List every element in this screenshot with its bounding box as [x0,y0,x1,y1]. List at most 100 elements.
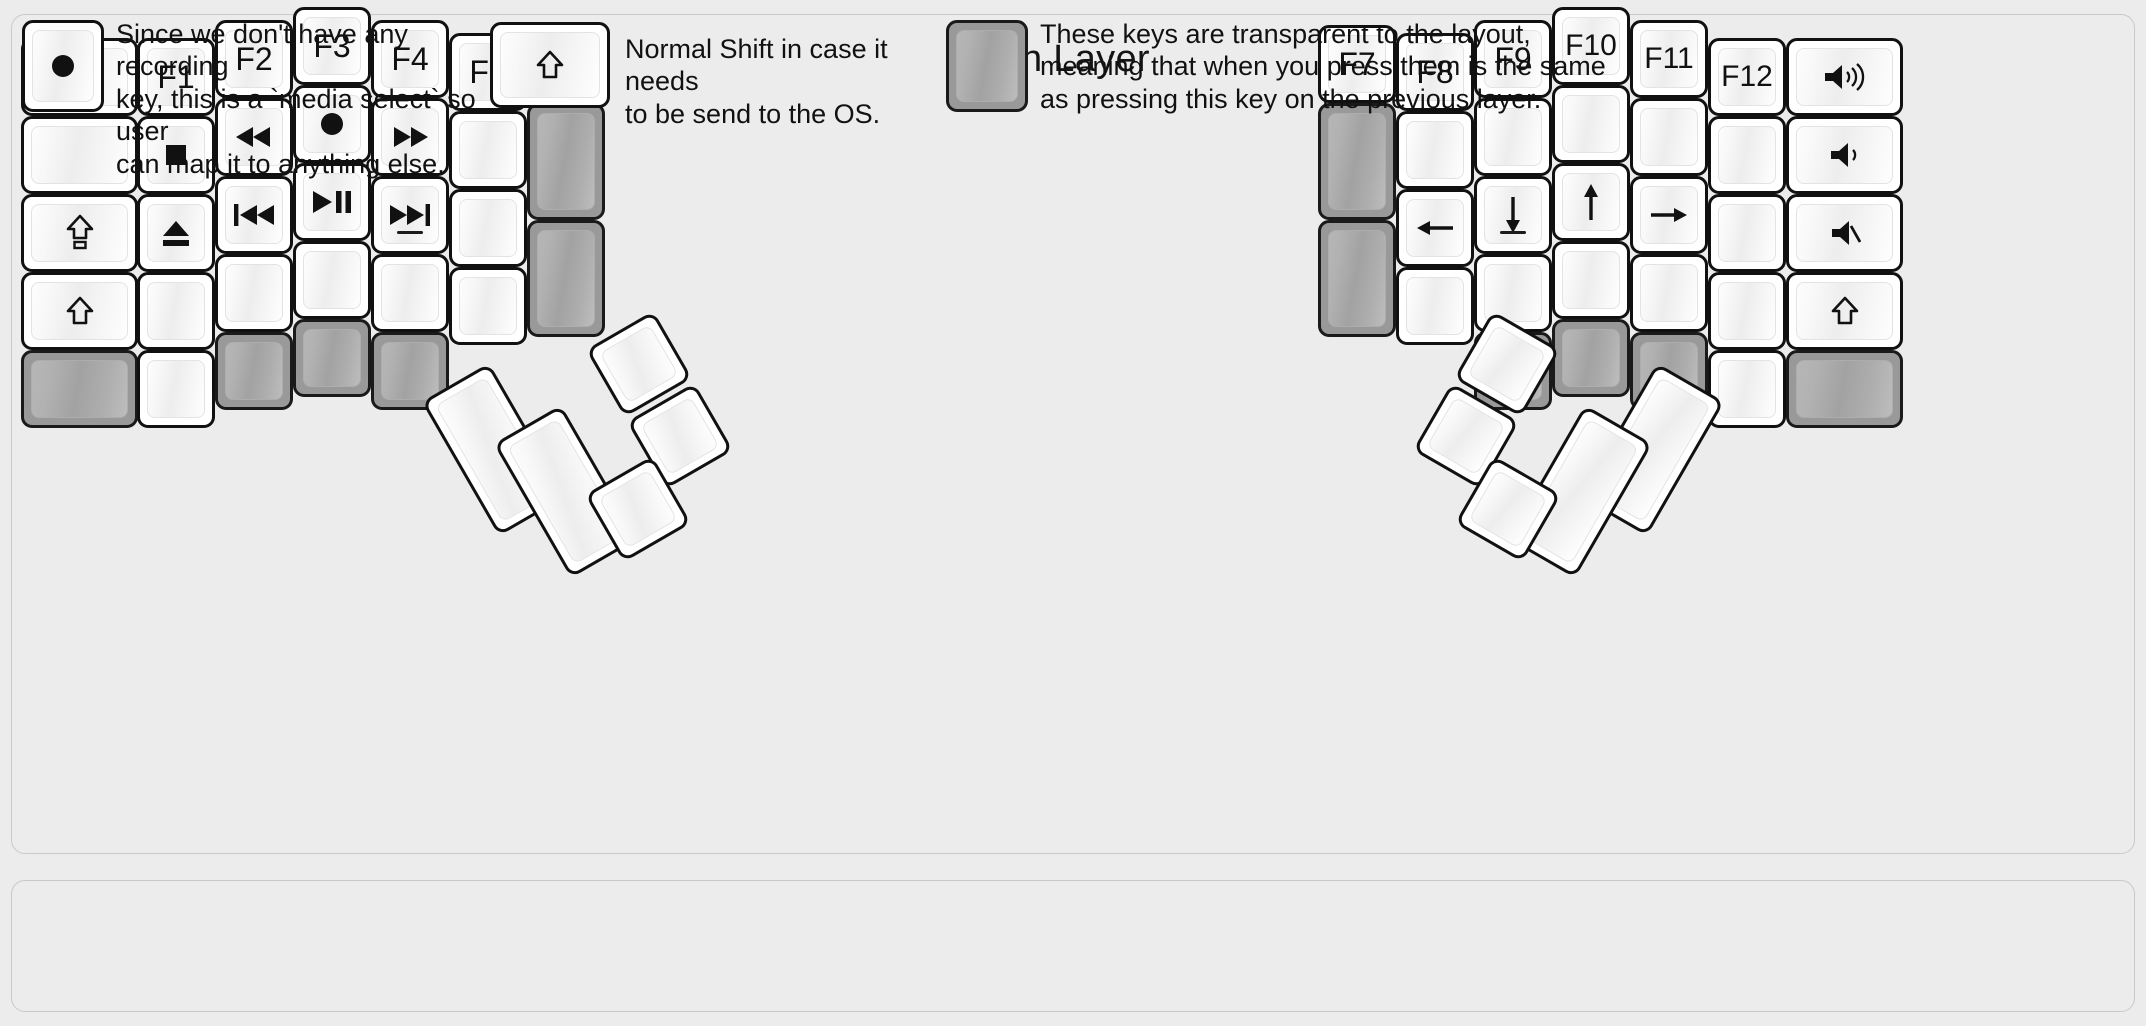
legend-text-record: Since we don't have any recording key, t… [116,19,476,179]
key-blank [382,343,438,399]
key-left-col-pinky-outer-r2[interactable] [21,194,138,272]
key-left-col-middle-r1[interactable] [293,85,371,163]
key-right-col-ring-r0[interactable]: F11 [1630,20,1708,98]
key-right-col-index-r2[interactable] [1474,176,1552,254]
key-left-col-pinky-outer-r1[interactable] [21,116,138,194]
key-right-col-middle-r1[interactable] [1552,85,1630,163]
key-blank [1719,127,1775,183]
page-title: fn Layer [1010,38,1150,80]
shift-lock-icon [32,205,127,261]
key-left-col-middle-r2[interactable] [293,163,371,241]
key-left-col-inner-r1[interactable] [527,103,605,220]
homing-bar [1500,231,1526,234]
key-right-col-pinky-outer-r0[interactable] [1786,38,1903,116]
key-blank [1641,265,1697,321]
arrow-down-icon [1485,187,1541,243]
key-right-col-index-inner-r2[interactable] [1396,189,1474,267]
key-left-col-pinky-r2[interactable] [137,194,215,272]
arrow-right-icon [1641,187,1697,243]
key-right-col-middle-r2[interactable] [1552,163,1630,241]
key-left-col-index-r1[interactable] [371,98,449,176]
key-left-col-index-inner-r3[interactable] [449,267,527,345]
media-fastforward-icon [382,109,438,165]
key-right-col-pinky-r1[interactable] [1708,116,1786,194]
key-label: F10 [1565,29,1617,62]
key-blank [304,330,360,386]
key-right-col-inner-r0[interactable]: F7 [1318,25,1396,103]
volume-down-icon [1797,127,1892,183]
key-label: F3 [313,28,351,64]
media-record-icon [304,96,360,152]
key-blank [226,343,282,399]
key-right-col-ring-r2[interactable] [1630,176,1708,254]
key-left-col-index-r0[interactable]: F4 [371,20,449,98]
legend-key-shift [490,22,610,108]
key-right-col-inner-r2[interactable] [1318,220,1396,337]
key-blank [601,326,677,402]
key-left-col-ring-r2[interactable] [215,176,293,254]
key-right-col-index-inner-r1[interactable] [1396,111,1474,189]
key-right-col-middle-r3[interactable] [1552,241,1630,319]
key-right-col-pinky-outer-r4[interactable] [1786,350,1903,428]
media-next-track-icon [382,187,438,243]
key-left-col-pinky-r0[interactable]: F1 [137,38,215,116]
key-right-col-middle-r0[interactable]: F10 [1552,7,1630,85]
key-right-col-index-inner-r3[interactable] [1396,267,1474,345]
key-right-col-pinky-r2[interactable] [1708,194,1786,272]
key-left-col-index-r3[interactable] [371,254,449,332]
key-left-col-index-inner-r1[interactable] [449,111,527,189]
key-left-col-pinky-outer-r3[interactable] [21,272,138,350]
media-play-pause-icon [304,174,360,230]
key-blank [460,200,516,256]
key-right-col-pinky-outer-r2[interactable] [1786,194,1903,272]
key-left-col-pinky-outer-r4[interactable] [21,350,138,428]
key-left-col-middle-r4[interactable] [293,319,371,397]
key-left-col-pinky-r4[interactable] [137,350,215,428]
key-right-col-pinky-r0[interactable]: F12 [1708,38,1786,116]
shift-icon [501,33,599,97]
key-left-col-middle-r3[interactable] [293,241,371,319]
key-blank [1407,122,1463,178]
key-left-col-ring-r1[interactable] [215,98,293,176]
media-eject-icon [148,205,204,261]
key-left-col-pinky-r3[interactable] [137,272,215,350]
media-prev-track-icon [226,187,282,243]
key-left-col-index-inner-r2[interactable] [449,189,527,267]
media-rewind-icon [226,109,282,165]
key-right-col-ring-r1[interactable] [1630,98,1708,176]
media-stop-icon [148,127,204,183]
key-right-col-index-r1[interactable] [1474,98,1552,176]
key-left-col-ring-r0[interactable]: F2 [215,20,293,98]
legend-key-transparent [946,20,1028,112]
key-left-col-middle-r0[interactable]: F3 [293,7,371,85]
key-label: F7 [1338,46,1376,82]
key-blank [538,231,594,326]
key-left-col-index-r4[interactable] [371,332,449,410]
key-right-col-pinky-r3[interactable] [1708,272,1786,350]
key-blank [148,283,204,339]
volume-mute-icon [1797,205,1892,261]
key-right-col-index-r0[interactable]: F9 [1474,20,1552,98]
key-label: F1 [157,59,195,95]
key-left-col-index-r2[interactable] [371,176,449,254]
key-left-col-ring-r4[interactable] [215,332,293,410]
key-blank [304,252,360,308]
key-right-col-index-inner-r0[interactable]: F8 [1396,33,1474,111]
key-blank [32,127,127,183]
key-blank [226,265,282,321]
key-left-col-ring-r3[interactable] [215,254,293,332]
key-right-col-pinky-r4[interactable] [1708,350,1786,428]
key-label: F4 [391,41,429,77]
key-left-col-inner-r2[interactable] [527,220,605,337]
key-right-col-ring-r3[interactable] [1630,254,1708,332]
key-right-col-pinky-outer-r1[interactable] [1786,116,1903,194]
key-right-col-middle-r4[interactable] [1552,319,1630,397]
key-left-col-pinky-r1[interactable] [137,116,215,194]
key-right-col-inner-r1[interactable] [1318,103,1396,220]
key-blank [1641,109,1697,165]
legend-panel [11,880,2135,1012]
key-right-col-pinky-outer-r3[interactable] [1786,272,1903,350]
key-blank [1719,205,1775,261]
key-blank [1563,330,1619,386]
